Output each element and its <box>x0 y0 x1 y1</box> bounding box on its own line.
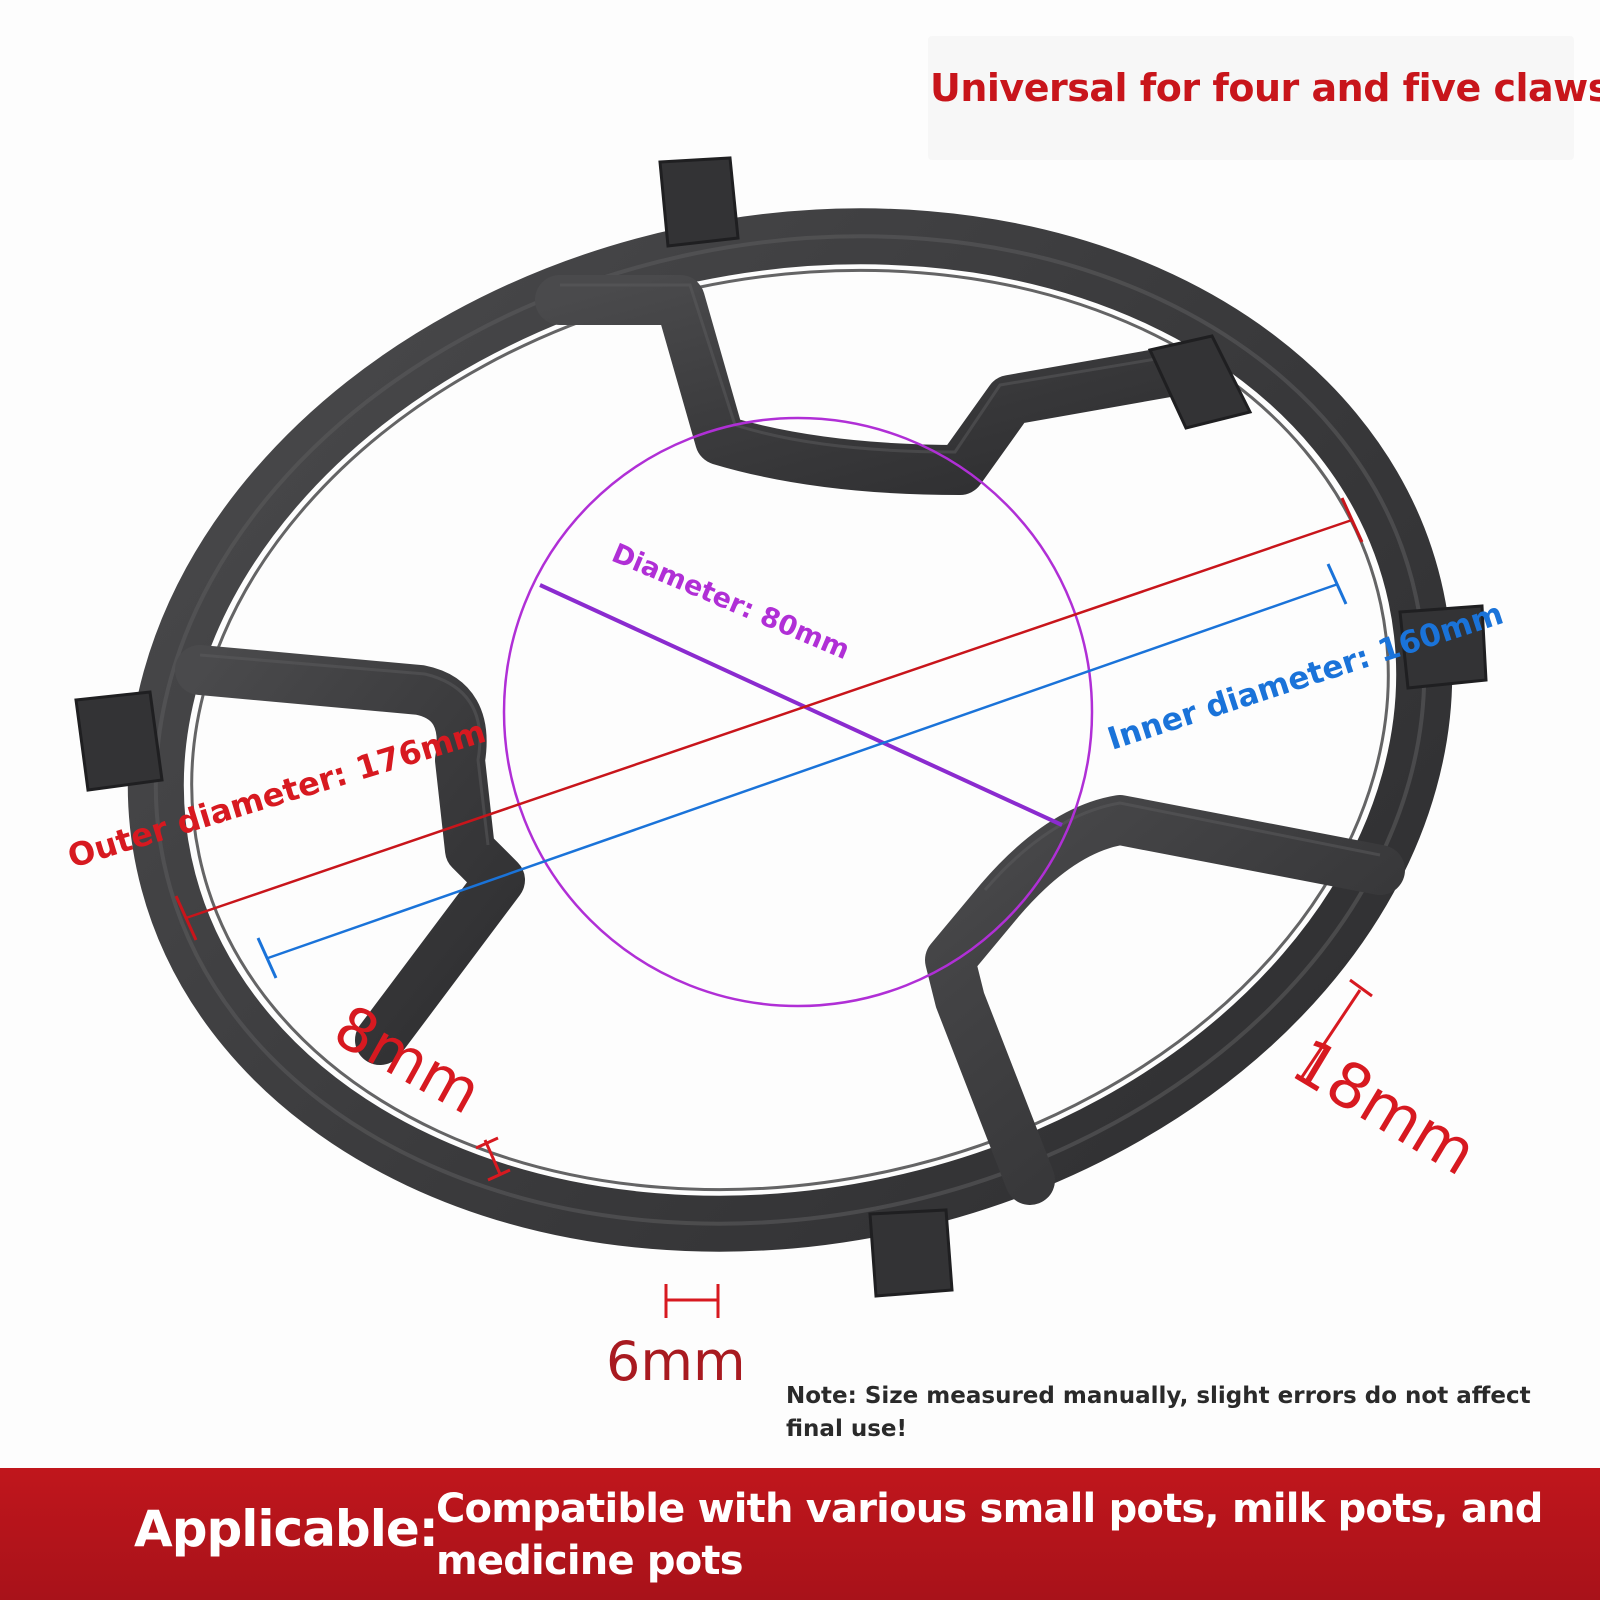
claw-width-label: 6mm <box>606 1330 746 1393</box>
claw-bottom <box>868 1208 954 1298</box>
wok-ring-icon: Diameter: 80mm Outer diameter: 176mm Inn… <box>63 156 1508 1393</box>
claw-width-indicator: 6mm <box>606 1284 746 1393</box>
ring-arm-highlights <box>199 283 1381 891</box>
headline: Universal for four and five claws <box>930 66 1600 110</box>
ring-height-label: 18mm <box>1280 1024 1489 1189</box>
ring-claws <box>74 156 1488 1298</box>
claw-upper-right <box>1147 334 1253 430</box>
applicable-label: Applicable: <box>134 1500 439 1558</box>
ring-height-indicator: 18mm <box>1280 978 1489 1190</box>
applicable-text: Compatible with various small pots, milk… <box>436 1486 1543 1584</box>
claw-left <box>74 690 164 792</box>
measurement-note: Note: Size measured manually, slight err… <box>786 1383 1531 1442</box>
ring-arms <box>175 275 1405 1205</box>
headline-card <box>928 36 1574 160</box>
claw-right <box>1398 604 1488 690</box>
applicable-banner <box>0 1468 1600 1600</box>
claw-top <box>658 156 740 248</box>
ring-body <box>127 208 1453 1252</box>
inner-ring-diameter-label: Diameter: 80mm <box>607 538 854 666</box>
